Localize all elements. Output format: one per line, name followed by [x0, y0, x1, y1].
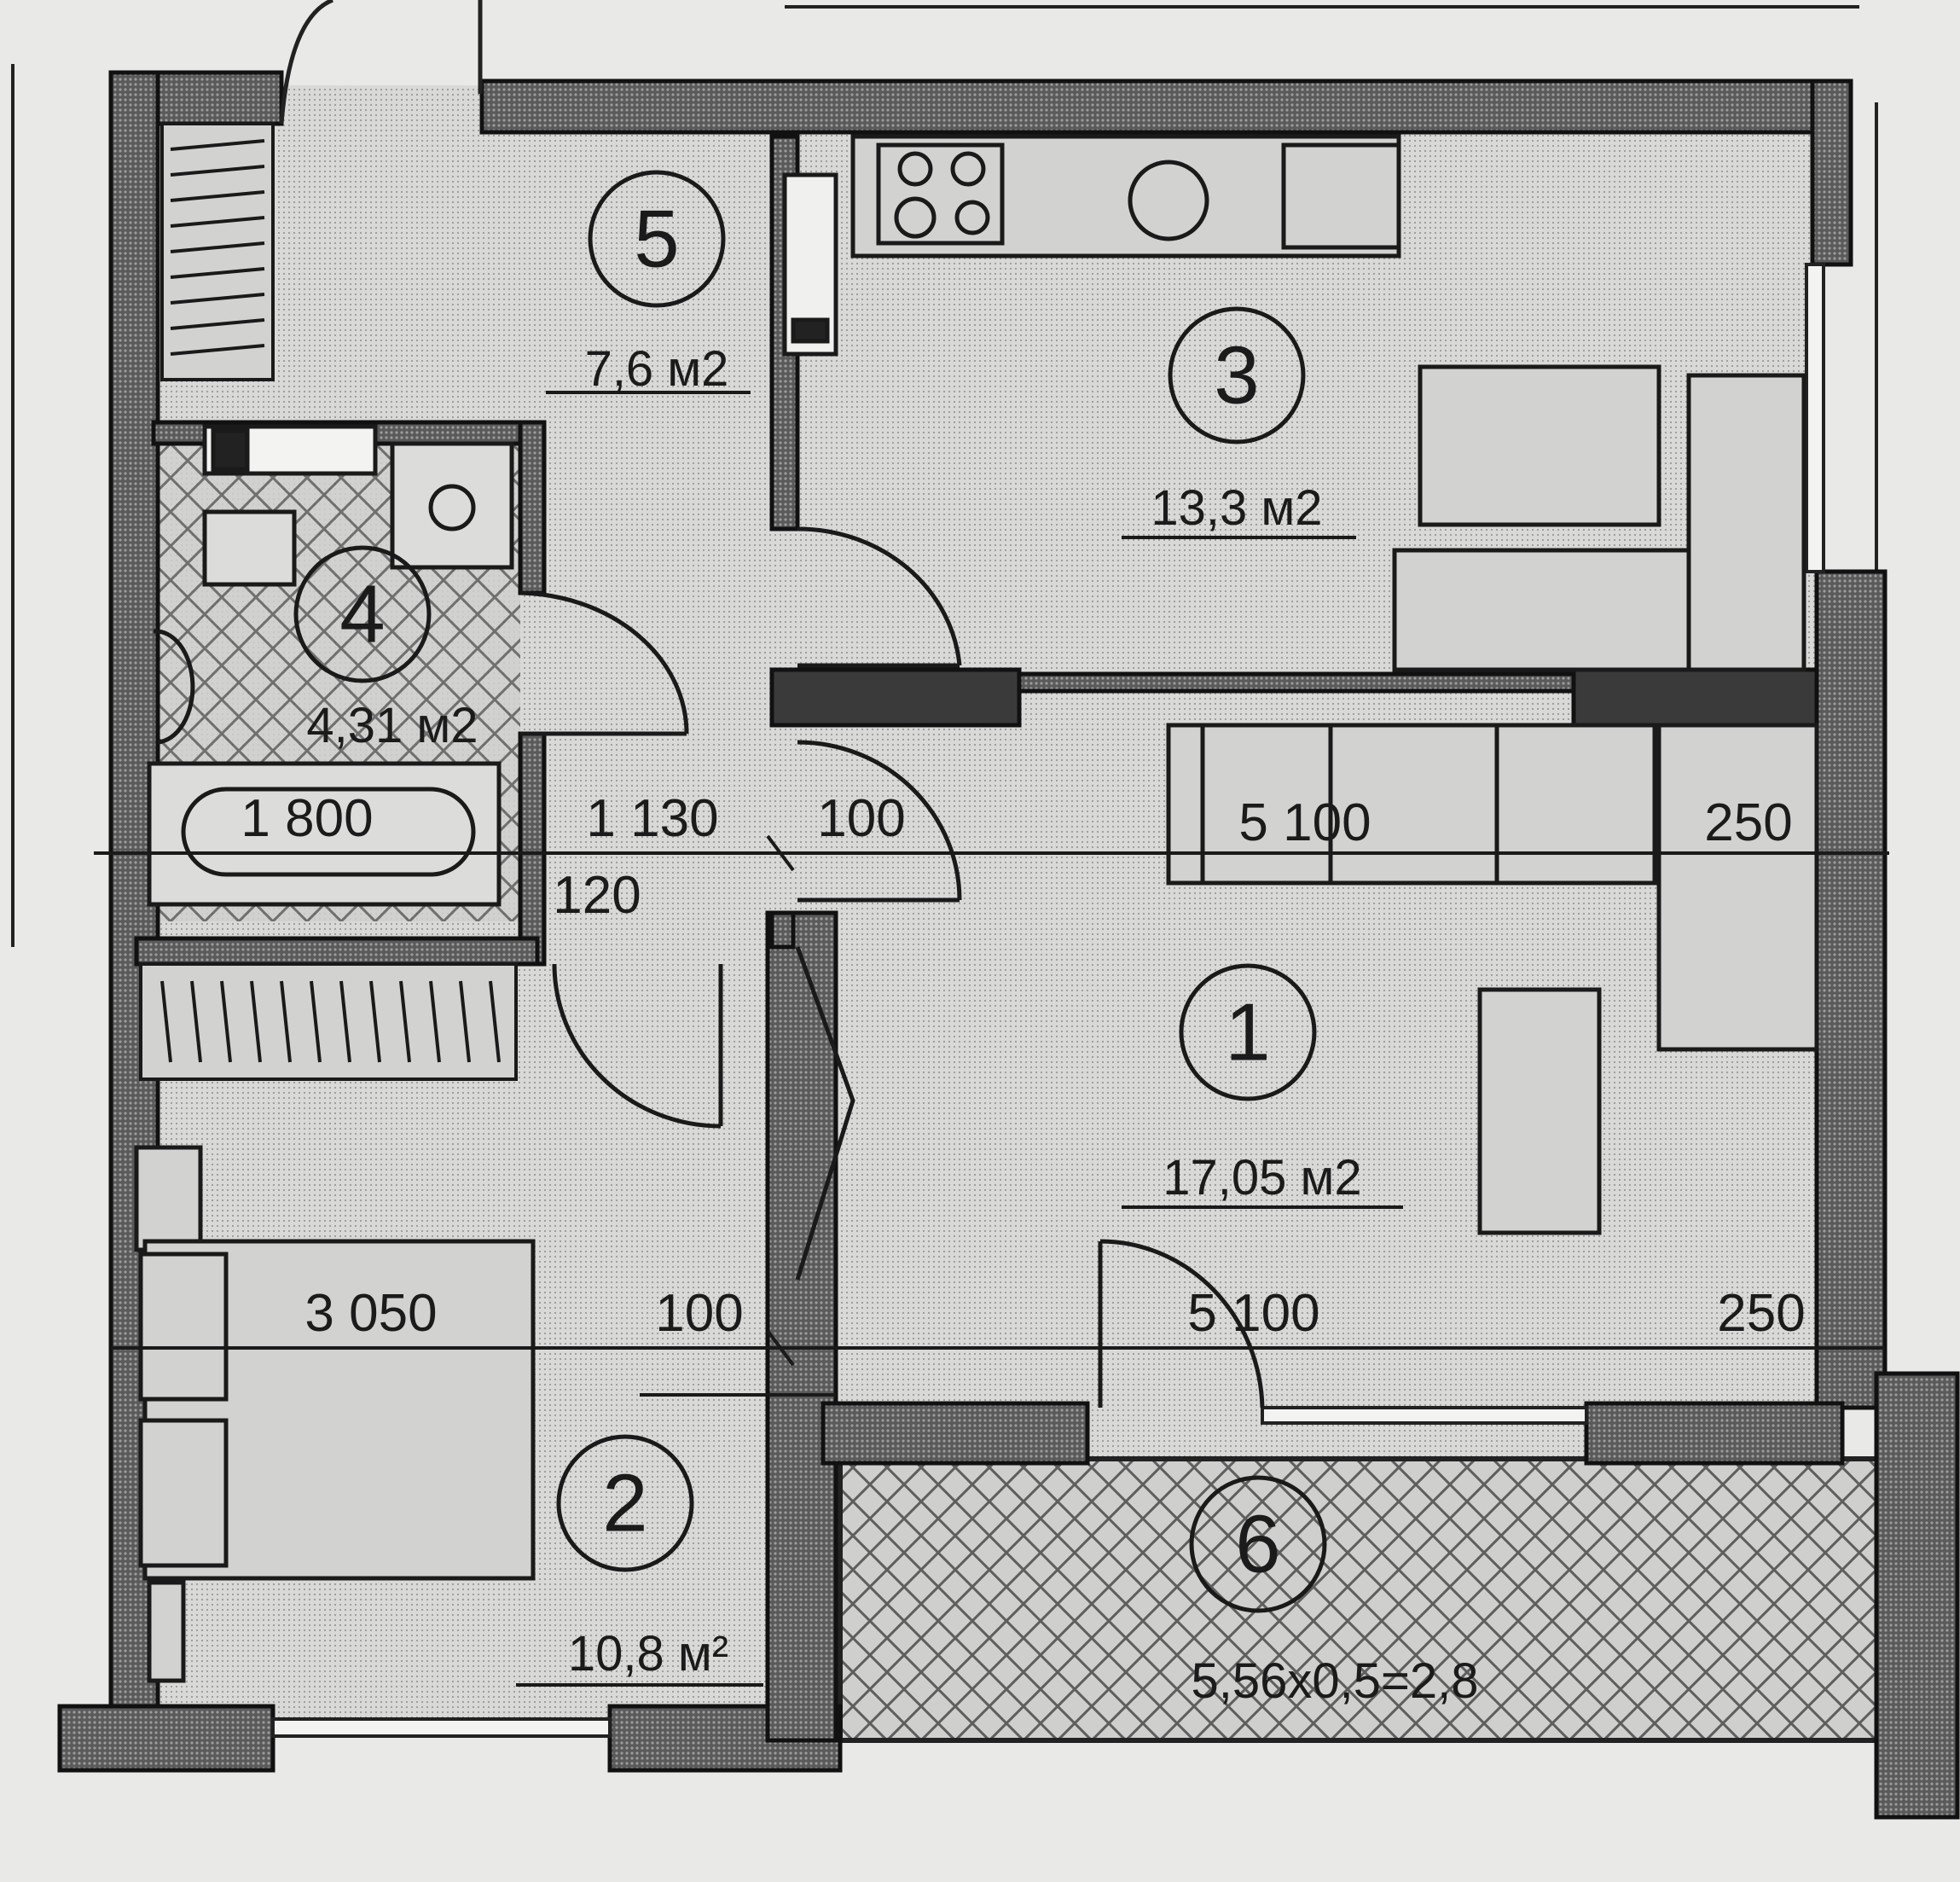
- room-1-area: 17,05 м2: [1163, 1150, 1361, 1205]
- area-underlines: [516, 391, 1403, 1687]
- dim-living-lower: 5 100: [1187, 1284, 1319, 1343]
- room-5-circle: [588, 170, 726, 308]
- bathroom-fixtures: [147, 424, 514, 907]
- interior-doors: [519, 526, 1265, 1409]
- balcony-floor: [838, 1456, 1892, 1743]
- room-markers: [293, 170, 1327, 1613]
- room-3-circle: [1168, 306, 1306, 444]
- kitchen-furniture: [782, 134, 1401, 357]
- room-4-area: 4,31 м2: [306, 698, 478, 753]
- dim-wall-upper: 100: [817, 789, 905, 848]
- room-numbers: 1 2 3 4 5 6: [339, 194, 1280, 1590]
- room-3-number: 3: [1214, 330, 1259, 421]
- dimension-labels: 1 800 1 130 100 5 100 250 120 3 050 100 …: [241, 789, 1805, 1343]
- dim-wall-lower: 100: [655, 1284, 743, 1343]
- room-3-area: 13,3 м2: [1151, 480, 1322, 536]
- room-5-area: 7,6 м2: [585, 341, 729, 397]
- dim-partition: 120: [553, 866, 641, 925]
- walls: [57, 70, 1960, 1820]
- bedroom-furniture: [134, 1145, 536, 1683]
- room-2-number: 2: [602, 1458, 647, 1549]
- room-2-circle: [556, 1434, 694, 1572]
- room-4-circle: [293, 545, 432, 683]
- room-5-number: 5: [634, 194, 679, 285]
- room-1-circle: [1179, 963, 1317, 1101]
- entrance-door: [279, 0, 483, 125]
- hall-wardrobe: [139, 122, 518, 1081]
- dim-outer-upper: 250: [1704, 793, 1792, 852]
- dim-hall-width: 1 130: [586, 789, 718, 848]
- room-4-number: 4: [339, 569, 385, 660]
- room-2-area: 10,8 м²: [568, 1626, 728, 1682]
- dim-bedroom-width: 3 050: [304, 1284, 437, 1343]
- room-6-number: 6: [1235, 1499, 1280, 1590]
- room-6-area: 5,56x0,5=2,8: [1191, 1653, 1478, 1709]
- room-areas: 17,05 м2 10,8 м² 13,3 м2 4,31 м2 7,6 м2 …: [306, 341, 1478, 1709]
- kitchen-sofa: [1392, 364, 1806, 672]
- dim-bath-width: 1 800: [241, 789, 373, 848]
- dimension-lines: [94, 834, 1889, 1397]
- room-6-circle: [1189, 1475, 1327, 1613]
- living-furniture: [1166, 723, 1819, 1235]
- windows: [271, 263, 1825, 1738]
- dim-living-upper: 5 100: [1238, 793, 1371, 852]
- dim-outer-lower: 250: [1717, 1284, 1805, 1343]
- room-1-number: 1: [1225, 987, 1270, 1078]
